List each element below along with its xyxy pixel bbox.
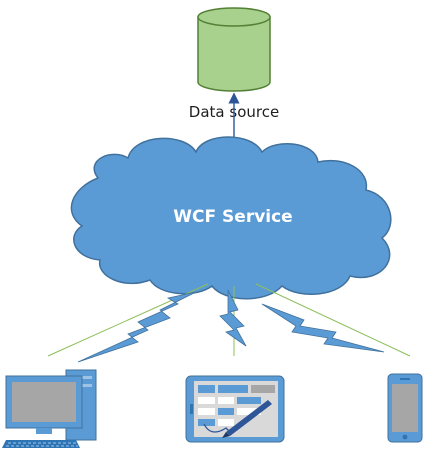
cloud-icon (70, 136, 392, 300)
lightning-bolt-middle-icon (219, 289, 247, 347)
database-cylinder-icon (197, 7, 271, 92)
wcf-service-label: WCF Service (173, 207, 292, 227)
smartphone-icon (387, 373, 423, 443)
desktop-computer-icon (2, 369, 97, 448)
lightning-bolt-right-icon (261, 303, 385, 353)
lightning-bolt-left-icon (77, 291, 197, 363)
tablet-icon (185, 375, 285, 443)
